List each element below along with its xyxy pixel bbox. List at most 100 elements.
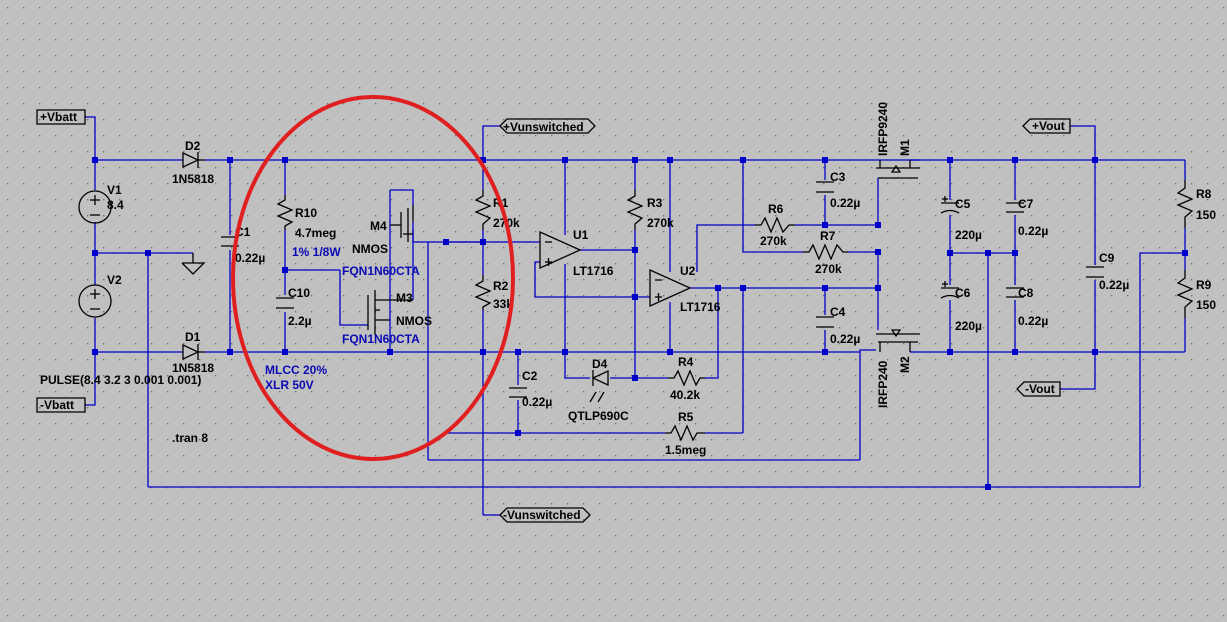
d2-part: 1N5818 <box>172 172 214 186</box>
resistor-r8[interactable] <box>1176 180 1194 228</box>
u2-part: LT1716 <box>680 300 721 314</box>
u1-part: LT1716 <box>573 264 614 278</box>
resistor-r6[interactable] <box>755 216 795 234</box>
mosfet-m2[interactable] <box>876 329 920 352</box>
capacitor-c8[interactable] <box>1006 287 1024 298</box>
u1-name: U1 <box>573 228 589 242</box>
c2-name: C2 <box>522 369 538 383</box>
c8-name: C8 <box>1018 286 1034 300</box>
r6-name: R6 <box>768 202 784 216</box>
c4-name: C4 <box>830 305 846 319</box>
c1-value: 0.22µ <box>235 251 265 265</box>
mosfet-m1[interactable] <box>876 160 920 179</box>
c8-value: 0.22µ <box>1018 314 1048 328</box>
c6-name: C6 <box>955 286 971 300</box>
c3-value: 0.22µ <box>830 196 860 210</box>
capacitor-c10[interactable] <box>276 297 294 309</box>
r3-name: R3 <box>647 196 663 210</box>
v1-value: 8.4 <box>107 198 124 212</box>
r4-name: R4 <box>678 355 694 369</box>
net-flag-vbatt-pos <box>36 109 86 125</box>
r7-value: 270k <box>815 262 842 276</box>
m2-part: IRFP240 <box>876 360 890 408</box>
r9-value: 150 <box>1196 298 1216 312</box>
v2-value: PULSE(8.4 3.2 3 0.001 0.001) <box>40 373 201 387</box>
resistor-r7[interactable] <box>803 243 848 261</box>
resistor-r1[interactable] <box>474 190 492 230</box>
capacitor-c6[interactable] <box>940 281 960 299</box>
c10-note-2: XLR 50V <box>265 378 314 392</box>
diode-d1[interactable] <box>182 343 205 361</box>
r4-value: 40.2k <box>670 388 700 402</box>
m1-part: IRFP9240 <box>876 102 890 156</box>
net-label-vunsw-pos: +Vunswitched <box>503 120 584 134</box>
net-label-vout-pos: +Vout <box>1032 119 1065 133</box>
r10-value: 4.7meg <box>295 226 336 240</box>
resistor-r10[interactable] <box>276 195 294 230</box>
c7-name: C7 <box>1018 197 1034 211</box>
resistor-r9[interactable] <box>1176 270 1194 318</box>
m1-name: M1 <box>898 139 912 156</box>
net-label-vbatt-pos: +Vbatt <box>40 110 77 124</box>
d4-name: D4 <box>592 357 608 371</box>
capacitor-c5[interactable] <box>940 196 960 214</box>
spice-directive: .tran 8 <box>172 431 208 445</box>
c7-value: 0.22µ <box>1018 224 1048 238</box>
diode-d2[interactable] <box>182 151 205 169</box>
labels: +Vbatt -Vbatt +Vunswitched -Vunswitched … <box>40 102 1216 522</box>
r7-name: R7 <box>820 229 836 243</box>
c3-name: C3 <box>830 170 846 184</box>
ground-icon <box>181 253 206 275</box>
mosfet-m3[interactable] <box>367 290 413 335</box>
resistor-r2[interactable] <box>474 275 492 310</box>
net-flag-vout-pos <box>1022 118 1071 134</box>
capacitor-c7[interactable] <box>1006 202 1024 213</box>
net-label-vunsw-neg: -Vunswitched <box>503 508 581 522</box>
resistor-r3[interactable] <box>626 190 644 230</box>
r5-value: 1.5meg <box>665 443 706 457</box>
c6-value: 220µ <box>955 319 982 333</box>
c9-value: 0.22µ <box>1099 278 1129 292</box>
c5-value: 220µ <box>955 228 982 242</box>
c10-name: C10 <box>288 286 310 300</box>
net-flag-vunsw-pos <box>499 118 596 134</box>
r2-value: 33k <box>493 297 513 311</box>
m3-part: FQN1N60CTA <box>342 332 420 346</box>
junction-dots <box>92 157 1188 490</box>
led-d4[interactable] <box>589 369 609 403</box>
c2-value: 0.22µ <box>522 395 552 409</box>
v2-name: V2 <box>107 273 122 287</box>
capacitor-c4[interactable] <box>816 316 834 328</box>
net-label-vout-neg: -Vout <box>1025 382 1055 396</box>
r10-name: R10 <box>295 206 317 220</box>
d1-part: 1N5818 <box>172 361 214 375</box>
d2-name: D2 <box>185 139 201 153</box>
capacitor-c3[interactable] <box>816 181 834 193</box>
m3-type: NMOS <box>396 314 432 328</box>
r9-name: R9 <box>1196 278 1212 292</box>
opamp-u2[interactable] <box>649 268 692 308</box>
opamp-u1[interactable] <box>539 230 582 270</box>
pulse-source-v2[interactable] <box>78 284 112 318</box>
resistor-r5[interactable] <box>665 424 705 442</box>
m4-name: M4 <box>370 219 387 233</box>
r5-name: R5 <box>678 410 694 424</box>
u2-name: U2 <box>680 264 696 278</box>
mosfet-m4[interactable] <box>390 205 414 242</box>
battery-source-v1[interactable] <box>78 190 112 224</box>
c10-note-1: MLCC 20% <box>265 363 327 377</box>
net-flag-vunsw-neg <box>499 507 591 523</box>
highlight-circle <box>231 95 515 461</box>
r3-value: 270k <box>647 216 674 230</box>
capacitor-c2[interactable] <box>509 387 527 398</box>
c9-name: C9 <box>1099 251 1115 265</box>
net-flag-vout-neg <box>1016 381 1061 397</box>
resistor-r4[interactable] <box>668 369 705 387</box>
c5-name: C5 <box>955 197 971 211</box>
wires <box>85 116 1186 516</box>
capacitor-c9[interactable] <box>1086 266 1104 278</box>
m2-name: M2 <box>898 356 912 373</box>
v1-name: V1 <box>107 183 122 197</box>
